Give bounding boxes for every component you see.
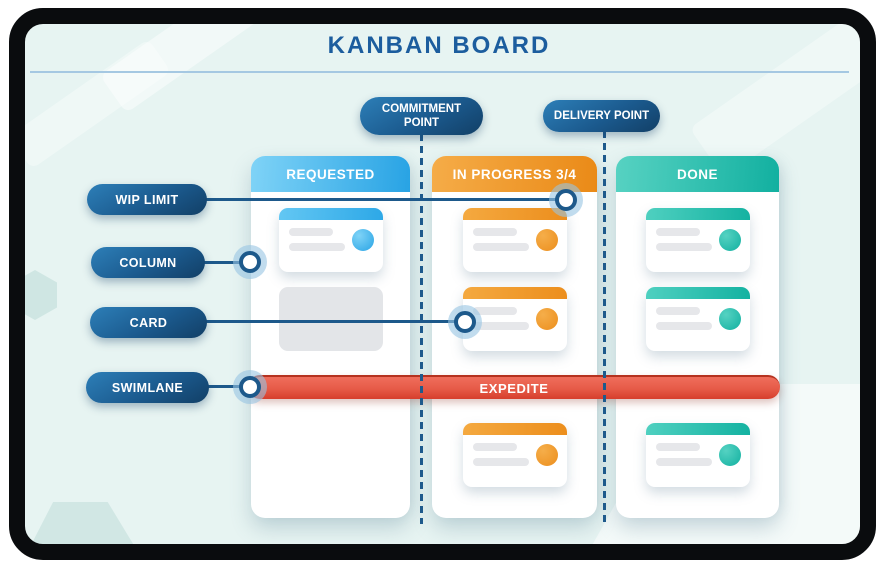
card-body bbox=[279, 220, 383, 251]
card-placeholder bbox=[278, 287, 383, 351]
card-text-line bbox=[655, 307, 700, 315]
page-title: KANBAN BOARD bbox=[327, 32, 551, 59]
card-text-line bbox=[655, 458, 712, 466]
swimlane-label: SWIMLANE bbox=[86, 372, 209, 403]
card-label: CARD bbox=[90, 307, 207, 338]
commitment-point-dashed-line bbox=[420, 134, 423, 524]
kanban-card bbox=[278, 208, 383, 272]
swimlane-connector-line bbox=[198, 385, 251, 388]
kanban-card bbox=[645, 423, 750, 487]
card-color-bar bbox=[645, 287, 750, 299]
marker-ring-icon bbox=[239, 251, 261, 273]
card-color-bar bbox=[645, 208, 750, 220]
card-text-lines bbox=[655, 307, 712, 330]
background-hexagon bbox=[30, 502, 135, 544]
card-text-line bbox=[288, 228, 333, 236]
card-marker bbox=[448, 305, 482, 339]
column-cards-above bbox=[432, 192, 597, 351]
card-text-lines bbox=[655, 228, 712, 251]
card-text-line bbox=[472, 307, 517, 315]
card-text-lines bbox=[472, 307, 529, 330]
card-color-bar bbox=[462, 423, 567, 435]
swimlane-marker bbox=[233, 370, 267, 404]
card-text-lines bbox=[472, 443, 529, 466]
card-text-line bbox=[472, 443, 517, 451]
wip-limit-connector-line bbox=[195, 198, 567, 201]
wip-limit-label: WIP LIMIT bbox=[87, 184, 207, 215]
card-text-line bbox=[655, 243, 712, 251]
card-body bbox=[646, 220, 750, 251]
card-text-line bbox=[472, 458, 529, 466]
column-header: REQUESTED bbox=[251, 156, 410, 192]
card-text-lines bbox=[655, 443, 712, 466]
column-connector-line bbox=[195, 261, 251, 264]
column-cards-above bbox=[251, 192, 410, 351]
delivery-point-label: DELIVERY POINT bbox=[543, 100, 660, 132]
marker-ring-icon bbox=[555, 189, 577, 211]
card-text-line bbox=[655, 322, 712, 330]
column-done: DONE bbox=[616, 156, 779, 518]
card-color-bar bbox=[278, 208, 383, 220]
kanban-card bbox=[645, 208, 750, 272]
card-text-line bbox=[288, 243, 345, 251]
background-hexagon bbox=[25, 270, 57, 320]
card-avatar-dot bbox=[351, 229, 374, 251]
card-avatar-dot bbox=[718, 444, 741, 466]
column-cards-below bbox=[616, 423, 779, 487]
card-body bbox=[463, 220, 567, 251]
kanban-card bbox=[462, 423, 567, 487]
card-text-lines bbox=[472, 228, 529, 251]
card-body bbox=[463, 299, 567, 330]
swimlane-expedite-band: EXPEDITE bbox=[248, 375, 780, 399]
card-avatar-dot bbox=[718, 229, 741, 251]
card-avatar-dot bbox=[535, 229, 558, 251]
card-avatar-dot bbox=[535, 308, 558, 330]
card-body bbox=[646, 435, 750, 466]
marker-ring-icon bbox=[239, 376, 261, 398]
column-cards-above bbox=[616, 192, 779, 351]
card-text-line bbox=[472, 228, 517, 236]
card-color-bar bbox=[462, 287, 567, 299]
delivery-point-dashed-line bbox=[603, 131, 606, 524]
column-cards-below bbox=[432, 423, 597, 487]
card-connector-line bbox=[196, 320, 466, 323]
kanban-card bbox=[645, 287, 750, 351]
title-divider bbox=[30, 71, 849, 73]
marker-ring-icon bbox=[454, 311, 476, 333]
card-avatar-dot bbox=[718, 308, 741, 330]
card-text-line bbox=[472, 243, 529, 251]
card-body bbox=[463, 435, 567, 466]
card-text-line bbox=[655, 228, 700, 236]
column-label: COLUMN bbox=[91, 247, 205, 278]
commitment-point-label: COMMITMENT POINT bbox=[360, 97, 483, 135]
card-body bbox=[646, 299, 750, 330]
card-text-line bbox=[472, 322, 529, 330]
column-marker bbox=[233, 245, 267, 279]
column-requested: REQUESTED bbox=[251, 156, 410, 518]
card-color-bar bbox=[462, 208, 567, 220]
column-header: DONE bbox=[616, 156, 779, 192]
card-text-line bbox=[655, 443, 700, 451]
wip-limit-marker bbox=[549, 183, 583, 217]
card-avatar-dot bbox=[535, 444, 558, 466]
kanban-card bbox=[462, 208, 567, 272]
card-color-bar bbox=[645, 423, 750, 435]
card-text-lines bbox=[288, 228, 345, 251]
